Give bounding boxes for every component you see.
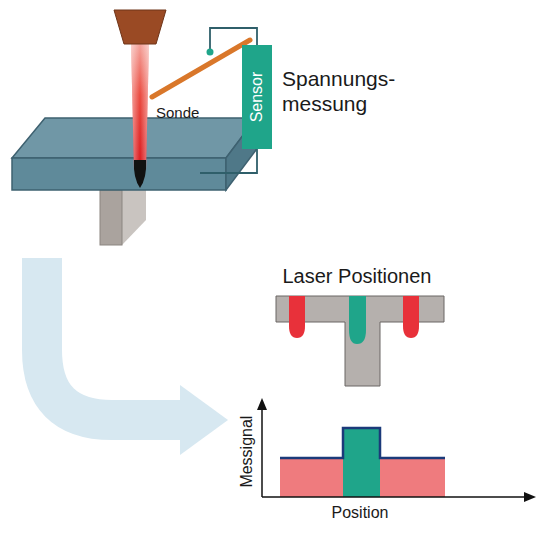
y-axis (261, 408, 263, 497)
x-axis (262, 496, 526, 498)
signal-line (280, 428, 445, 458)
process-arrowhead (180, 385, 228, 455)
measurement-label: Spannungs- messung (282, 66, 395, 116)
x-axis-label: Position (332, 503, 389, 522)
y-axis-head (257, 398, 267, 410)
laser-nozzle (114, 10, 166, 44)
signal-peak (343, 428, 380, 497)
wire-bottom (200, 148, 257, 173)
probe-label: Sonde (156, 104, 199, 122)
weld-right (403, 296, 419, 338)
probe (152, 40, 250, 97)
weld-center (349, 296, 366, 344)
joint-section (276, 296, 444, 386)
weld-left (289, 296, 305, 338)
plate-front (12, 158, 226, 190)
probe-contact (207, 49, 214, 56)
x-axis-head (524, 492, 536, 502)
web-front (100, 190, 122, 245)
sensor-label: Sensor (248, 72, 266, 123)
laser-beam-glow (131, 44, 149, 170)
keyhole (134, 160, 146, 188)
laser-beam (131, 44, 149, 170)
process-arrow (42, 258, 182, 420)
y-axis-label: Messignal (237, 416, 256, 488)
sensor-box: Sensor (242, 45, 272, 149)
section-title: Laser Positionen (283, 264, 432, 288)
